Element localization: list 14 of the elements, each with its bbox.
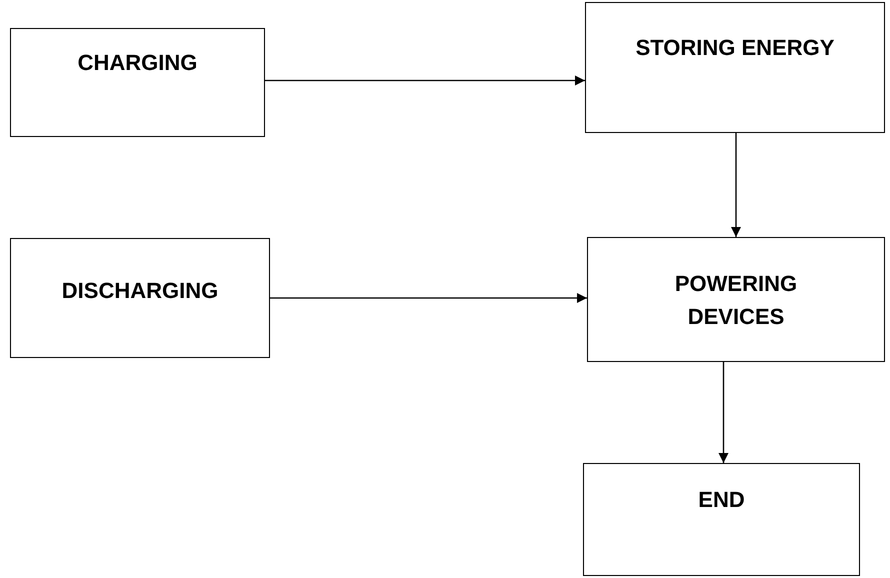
process-box	[585, 2, 885, 133]
box-label: END	[698, 486, 745, 514]
process-box	[10, 238, 270, 358]
arrow	[731, 133, 741, 237]
box-label: STORING ENERGY	[636, 34, 834, 62]
arrow	[718, 362, 728, 463]
box-label: POWERING DEVICES	[674, 270, 798, 330]
arrow	[265, 76, 585, 86]
process-box	[587, 237, 885, 362]
process-box	[10, 28, 265, 137]
box-label: CHARGING	[78, 49, 198, 77]
arrow	[270, 293, 587, 303]
box-label: DISCHARGING	[62, 276, 218, 304]
process-box	[583, 463, 860, 576]
